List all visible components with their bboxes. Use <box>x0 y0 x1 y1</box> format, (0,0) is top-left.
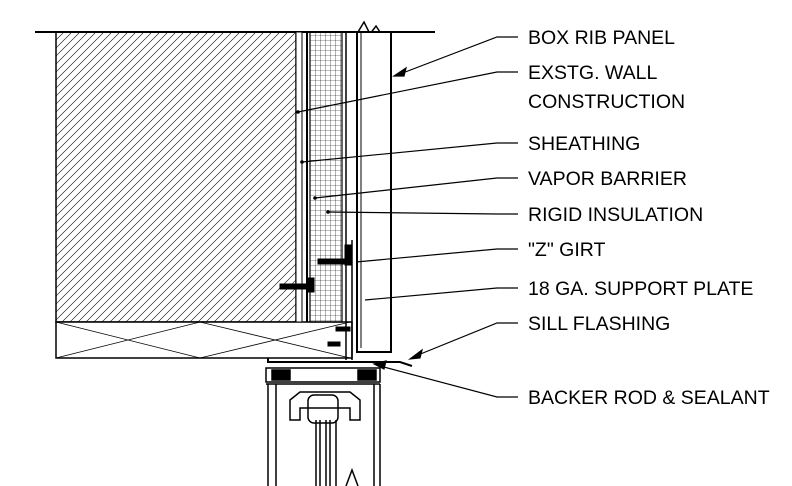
sill-plate <box>55 321 353 359</box>
sill-plate-cross <box>55 321 351 359</box>
label-sill-flashing: SILL FLASHING <box>528 313 671 335</box>
rigid-insulation-layer <box>309 31 343 323</box>
label-existing-wall-2: CONSTRUCTION <box>528 91 686 113</box>
label-rigid-insulation: RIGID INSULATION <box>528 204 704 226</box>
leader-dots <box>296 110 330 214</box>
label-backer-rod: BACKER ROD & SEALANT <box>528 387 770 409</box>
existing-wall <box>55 31 297 323</box>
sill-flashing <box>267 358 413 367</box>
window-frame <box>265 367 381 486</box>
label-z-girt: "Z" GIRT <box>528 239 606 261</box>
leader-lines <box>297 36 518 398</box>
label-box-rib-panel: BOX RIB PANEL <box>528 27 676 49</box>
label-vapor-barrier: VAPOR BARRIER <box>528 168 687 190</box>
sheathing-layer <box>295 31 303 323</box>
fasteners <box>279 244 352 347</box>
label-sheathing: SHEATHING <box>528 133 641 155</box>
label-existing-wall-1: EXSTG. WALL <box>528 62 658 84</box>
label-support-plate: 18 GA. SUPPORT PLATE <box>528 278 754 300</box>
